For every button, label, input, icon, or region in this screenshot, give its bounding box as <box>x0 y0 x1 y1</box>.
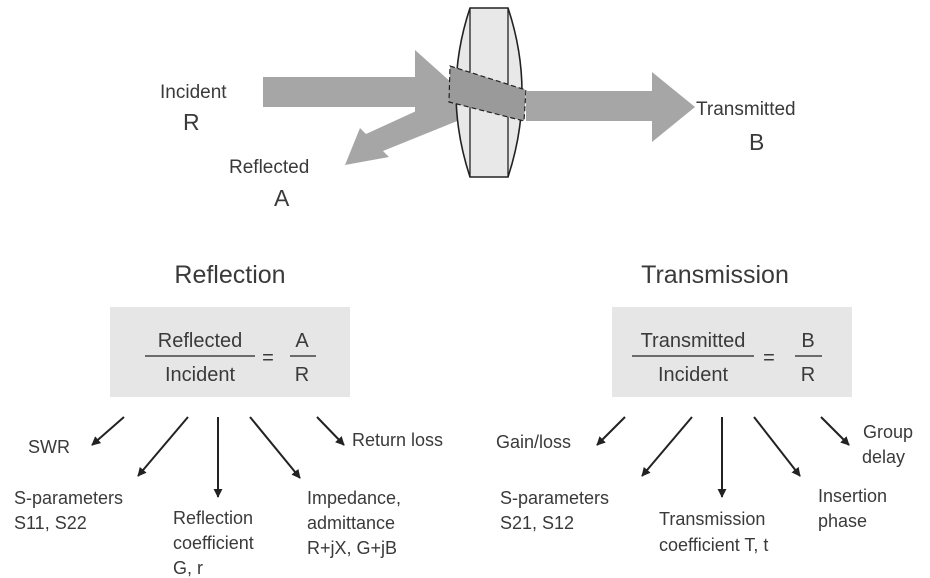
reflection-denominator: Incident <box>165 364 235 386</box>
s-parameters-arrow <box>641 416 693 477</box>
reflection-ratio-denominator: R <box>295 364 309 386</box>
delay-label: delay <box>862 447 905 467</box>
group-label: Group <box>863 422 913 442</box>
reflection-ratio-numerator: A <box>295 330 309 352</box>
transmission-heading: Transmission <box>641 261 789 289</box>
incident-symbol: R <box>183 109 200 135</box>
transmission-denominator: Incident <box>658 364 728 386</box>
transmission-ratio-denominator: R <box>801 364 815 386</box>
transmitted-symbol: B <box>749 129 764 155</box>
insertion-label: Insertion <box>818 486 887 506</box>
impedance-values: R+jX, G+jB <box>307 538 397 558</box>
reflected-label: Reflected <box>229 157 309 178</box>
transmission-coefficient-symbols: coefficient T, t <box>659 535 768 555</box>
transmitted-label: Transmitted <box>696 99 796 120</box>
return-loss-label: Return loss <box>352 430 443 450</box>
s-parameters-arrow <box>137 416 189 477</box>
reflection-coefficient-label-2: coefficient <box>173 533 254 553</box>
s-parameters-label: S-parameters <box>14 488 123 508</box>
transmitted-arrow <box>526 72 695 142</box>
reflection-heading: Reflection <box>174 261 285 289</box>
reflection-coefficient-symbols: G, r <box>173 558 203 578</box>
swr-arrow <box>91 416 125 446</box>
swr-label: SWR <box>28 437 70 457</box>
device-illustration: Incident R Reflected A Transmitted B <box>160 7 796 211</box>
reflection-formula-box <box>110 307 350 397</box>
gain-loss-label: Gain/loss <box>496 432 571 452</box>
incident-arrow <box>263 50 462 134</box>
transmission-coefficient-label: Transmission <box>659 509 765 529</box>
s-parameters-label: S-parameters <box>500 488 609 508</box>
reflected-symbol: A <box>274 185 290 211</box>
insertion-phase-arrow <box>753 416 801 477</box>
return-loss-arrow <box>316 416 345 446</box>
device-under-test <box>448 7 527 178</box>
reflected-arrow <box>345 91 482 165</box>
s-parameters-values: S11, S22 <box>14 513 87 533</box>
reflection-section: Reflection Reflected Incident = A R SWR … <box>14 261 443 578</box>
phase-label: phase <box>818 511 867 531</box>
impedance-arrow <box>249 416 301 479</box>
incident-label: Incident <box>160 82 227 103</box>
group-delay-arrow <box>820 416 850 446</box>
admittance-label: admittance <box>307 513 395 533</box>
transmission-formula-box <box>612 307 852 397</box>
gain-loss-arrow <box>596 416 626 446</box>
signal-through-device <box>448 65 527 122</box>
transmission-numerator: Transmitted <box>641 330 746 352</box>
impedance-label: Impedance, <box>307 488 401 508</box>
reflection-numerator: Reflected <box>158 330 243 352</box>
s-parameters-values: S21, S12 <box>500 513 574 533</box>
equals-sign: = <box>763 347 775 369</box>
reflection-coefficient-label: Reflection <box>173 508 253 528</box>
transmission-ratio-numerator: B <box>801 330 814 352</box>
transmission-section: Transmission Transmitted Incident = B R … <box>496 261 913 555</box>
equals-sign: = <box>262 347 274 369</box>
